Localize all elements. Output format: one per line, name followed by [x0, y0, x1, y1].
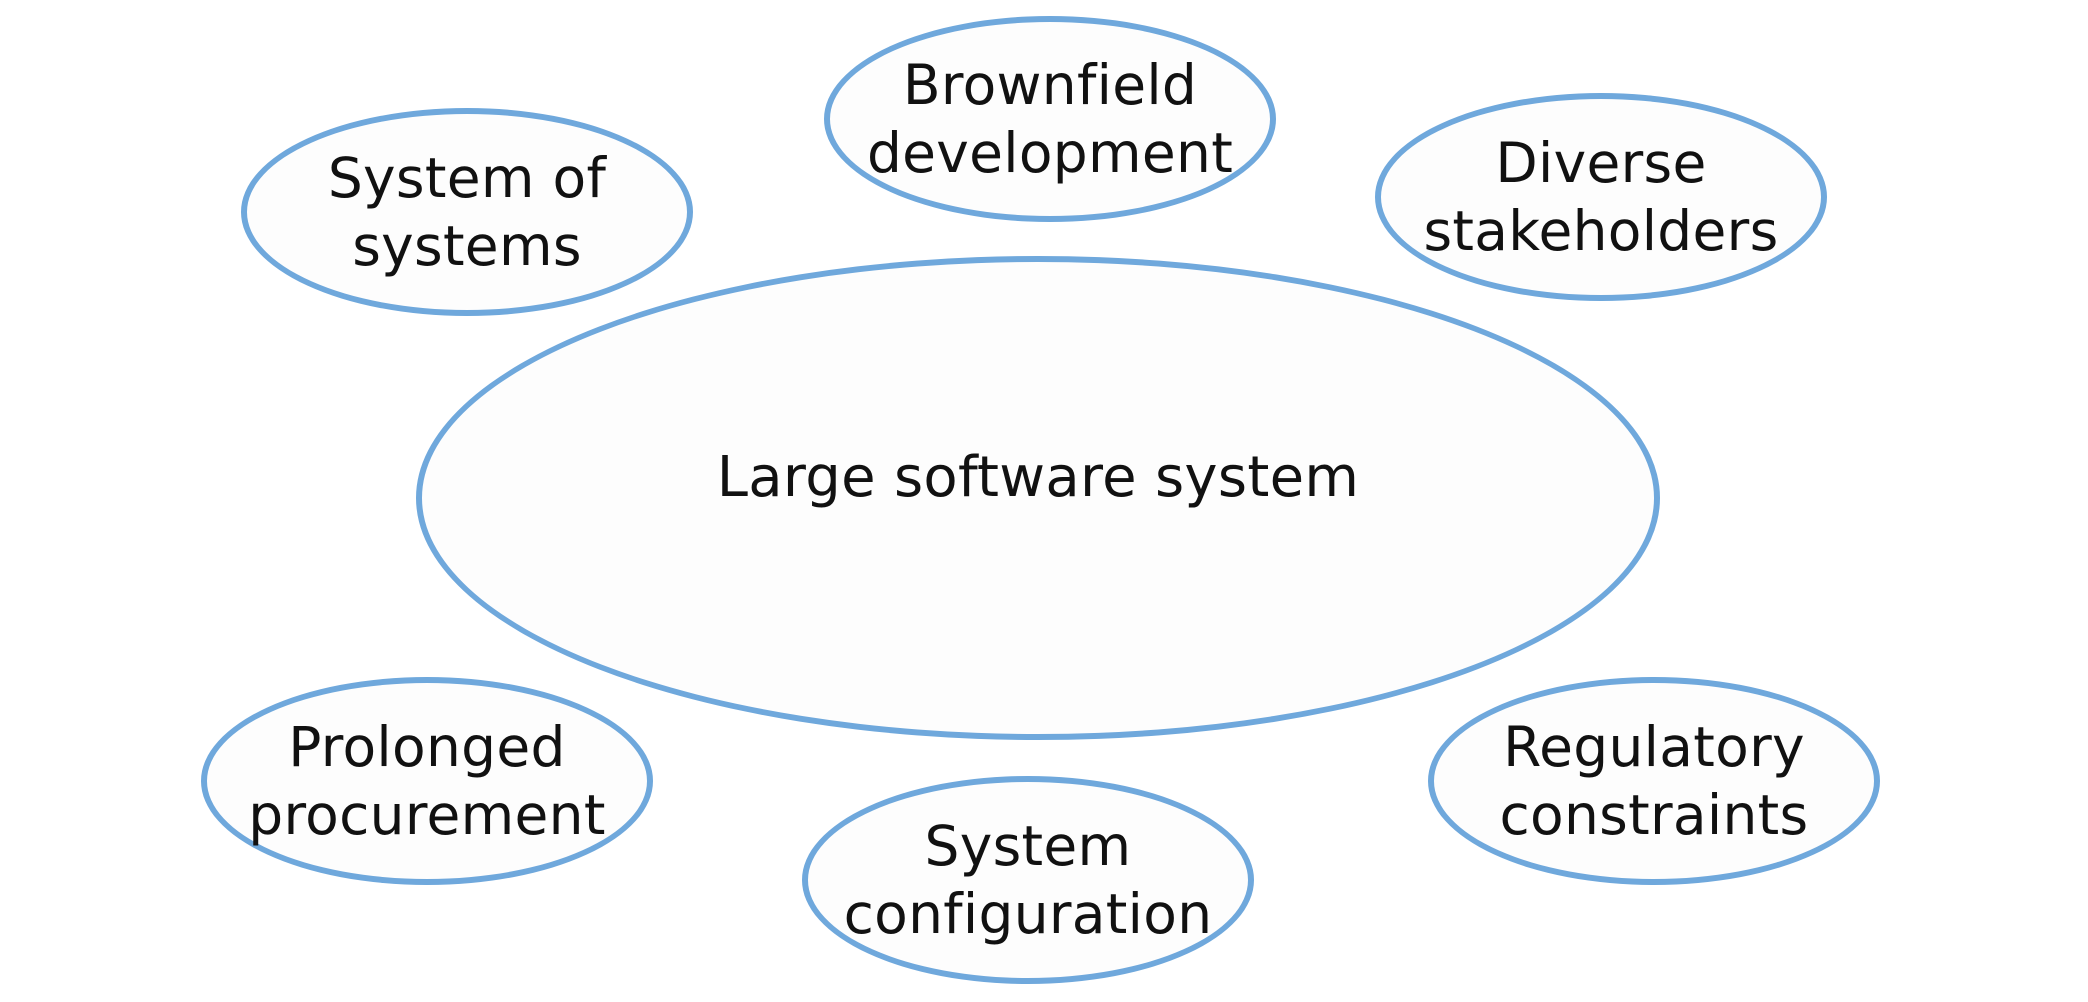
- node-regulatory-constraints-label: Regulatory constraints: [1499, 715, 1809, 847]
- node-diverse-stakeholders: Diverse stakeholders: [1375, 93, 1827, 301]
- node-system-configuration-label: System configuration: [843, 814, 1213, 946]
- node-diverse-stakeholders-label: Diverse stakeholders: [1423, 131, 1779, 263]
- center-node-ellipse: Large software system: [416, 256, 1660, 740]
- node-prolonged-procurement-label: Prolonged procurement: [248, 715, 606, 847]
- node-system-of-systems: System of systems: [241, 108, 693, 316]
- node-system-configuration: System configuration: [802, 776, 1254, 984]
- node-brownfield-development: Brownfield development: [824, 16, 1276, 222]
- center-node-label: Large software system: [716, 445, 1360, 510]
- node-prolonged-procurement: Prolonged procurement: [201, 677, 653, 885]
- node-brownfield-development-label: Brownfield development: [866, 53, 1234, 185]
- node-regulatory-constraints: Regulatory constraints: [1428, 677, 1880, 885]
- node-system-of-systems-label: System of systems: [327, 146, 607, 278]
